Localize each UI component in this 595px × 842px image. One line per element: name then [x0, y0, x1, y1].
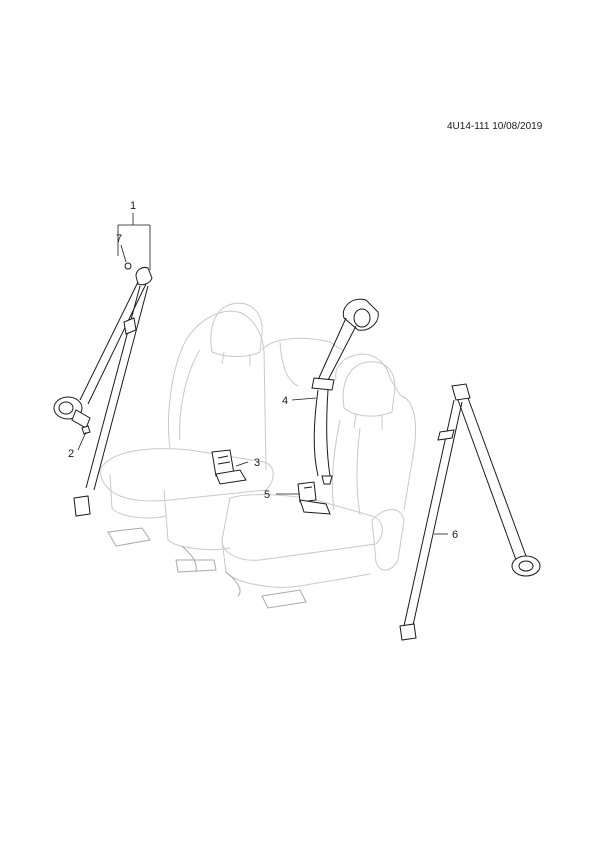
callout-5: 5: [264, 489, 270, 501]
callout-2: 2: [68, 448, 74, 460]
callout-4: 4: [282, 395, 288, 407]
part-4-center-belt: [311, 298, 379, 485]
diagram-reference: 4U14-111 10/08/2019: [447, 121, 543, 132]
callout-3: 3: [254, 457, 260, 469]
callout-leaders: [77, 213, 448, 535]
part-3-buckle: [211, 449, 247, 485]
callout-6: 6: [452, 529, 458, 541]
callout-1: 1: [130, 200, 136, 212]
part-1-belt-assembly: [53, 262, 153, 517]
part-5-buckle: [297, 481, 331, 515]
callout-7: 7: [116, 233, 122, 245]
part-6-right-belt: [399, 383, 541, 641]
rear-seat-outline: [99, 302, 416, 609]
